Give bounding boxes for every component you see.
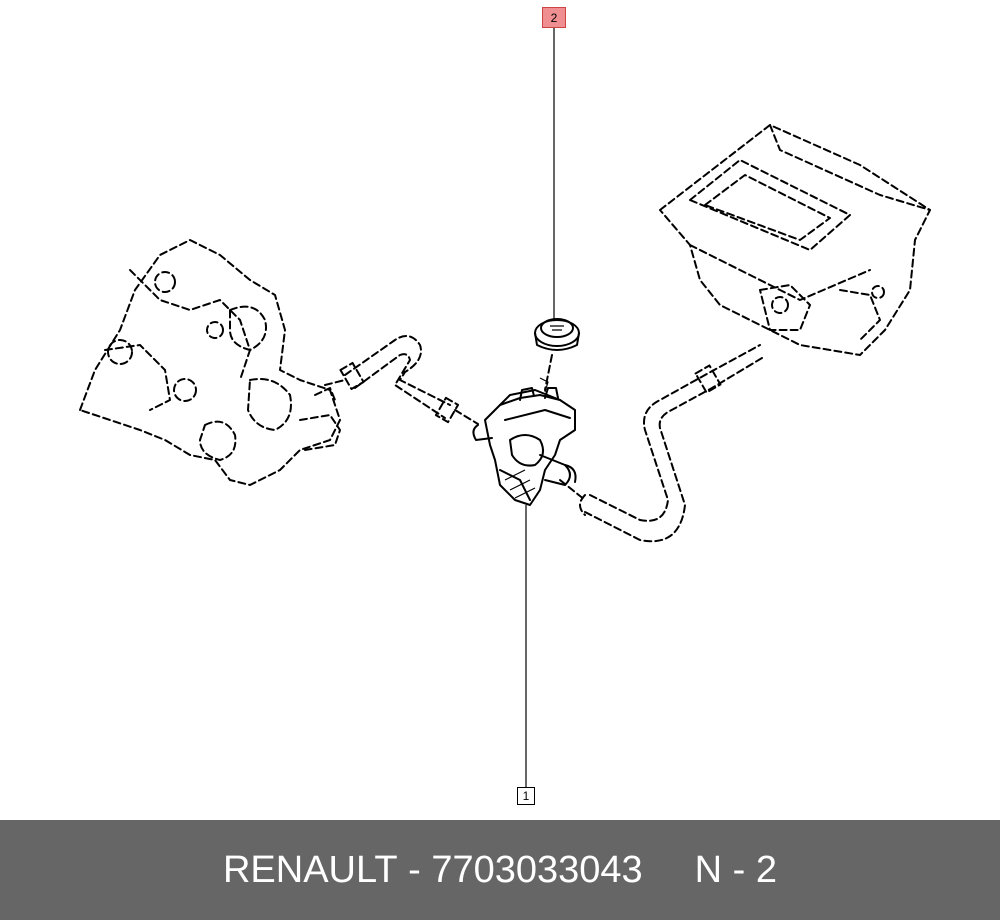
- callout-label-1[interactable]: 1: [517, 787, 535, 805]
- exploded-parts-diagram: [79, 28, 931, 787]
- inlet-hose-ghost: [324, 335, 479, 425]
- outlet-hose-ghost: [559, 344, 763, 543]
- heater-unit-ghost: [659, 124, 931, 356]
- footer-bar: RENAULT - 7703033043 N - 2: [0, 820, 1000, 920]
- brand-name: RENAULT: [222, 848, 398, 891]
- part-number: 7703033043: [431, 848, 643, 891]
- cap-seal-part: [534, 318, 580, 391]
- engine-block-ghost: [79, 239, 341, 486]
- callout-label-2[interactable]: 2: [542, 7, 566, 28]
- page-label: N - 2: [694, 848, 778, 891]
- heater-valve-part: [472, 377, 577, 506]
- footer-separator: -: [408, 848, 421, 891]
